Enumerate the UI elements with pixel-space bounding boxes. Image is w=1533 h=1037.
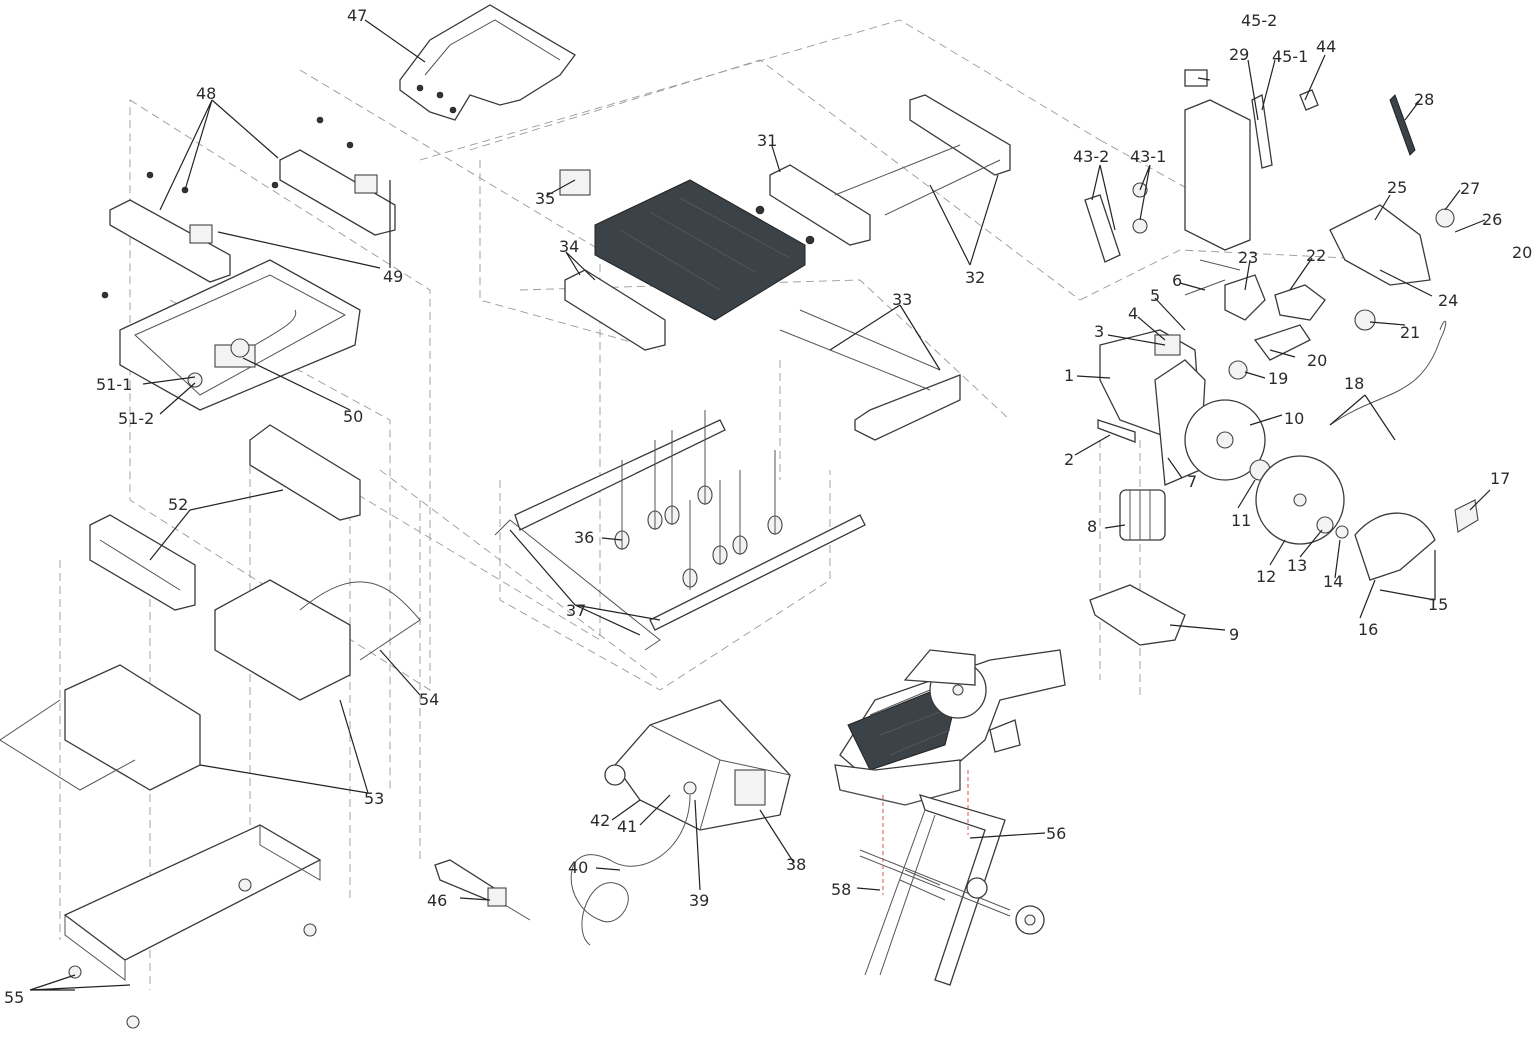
part-38-motor-housing [570, 699, 791, 946]
callout-54: 54 [419, 690, 439, 709]
callout-45-1: 45-1 [1272, 47, 1308, 66]
callout-36: 36 [574, 528, 594, 547]
callout-10: 10 [1284, 409, 1304, 428]
part-52-rails [89, 424, 361, 611]
callout-15: 15 [1428, 595, 1448, 614]
callout-24: 24 [1438, 291, 1458, 310]
callout-9: 9 [1229, 625, 1239, 644]
callout-7: 7 [1187, 472, 1197, 491]
part-36-rollers [614, 410, 783, 590]
callout-51-1: 51-1 [96, 375, 132, 394]
callout-39: 39 [689, 891, 709, 910]
callout-58: 58 [831, 880, 851, 899]
callout-33: 33 [892, 290, 912, 309]
callout-56: 56 [1046, 824, 1066, 843]
assembled-saw-and-stand [834, 649, 1066, 986]
part-53-stand-plates [0, 579, 421, 791]
callout-44: 44 [1316, 37, 1336, 56]
callout-41: 41 [617, 817, 637, 836]
callout-46: 46 [427, 891, 447, 910]
callout-20: 20 [1307, 351, 1327, 370]
callout-18: 18 [1344, 374, 1364, 393]
callout-12: 12 [1256, 567, 1276, 586]
callout-3: 3 [1094, 322, 1104, 341]
callout-43-1: 43-1 [1130, 147, 1166, 166]
callout-16: 16 [1358, 620, 1378, 639]
callout-13: 13 [1287, 556, 1307, 575]
callout-42: 42 [590, 811, 610, 830]
callout-55: 55 [4, 988, 24, 1007]
callout-31: 31 [757, 131, 777, 150]
callout-52: 52 [168, 495, 188, 514]
callout-19: 19 [1268, 369, 1288, 388]
callout-47: 47 [347, 6, 367, 25]
callout-5: 5 [1150, 286, 1160, 305]
part-46-pump [434, 859, 531, 921]
part-47-splash-tray [399, 4, 576, 121]
callout-38: 38 [786, 855, 806, 874]
callout-34: 34 [559, 237, 579, 256]
callout-37: 37 [566, 601, 586, 620]
callout-22: 22 [1306, 246, 1326, 265]
part-55-stand-frame [63, 824, 322, 1029]
leader-lines [29, 19, 1491, 991]
callout-1: 1 [1064, 366, 1074, 385]
callout-29: 29 [1229, 45, 1249, 64]
callout-40: 40 [568, 858, 588, 877]
callout-43-2: 43-2 [1073, 147, 1109, 166]
callout-4: 4 [1128, 304, 1138, 323]
part-motor-head-assembly [1084, 69, 1479, 646]
callout-11: 11 [1231, 511, 1251, 530]
callout-6: 6 [1172, 271, 1182, 290]
callout-14: 14 [1323, 572, 1343, 591]
callout-labels: 47 48 49 51-1 51-2 50 52 53 54 55 35 34 … [4, 6, 1532, 1007]
callout-8: 8 [1087, 517, 1097, 536]
callout-26: 26 [1482, 210, 1502, 229]
callout-28: 28 [1414, 90, 1434, 109]
callout-20-top: 20 [1512, 243, 1532, 262]
callout-2: 2 [1064, 450, 1074, 469]
callout-25: 25 [1387, 178, 1407, 197]
callout-27: 27 [1460, 179, 1480, 198]
callout-48: 48 [196, 84, 216, 103]
part-table-assembly [494, 94, 1011, 651]
callout-35: 35 [535, 189, 555, 208]
callout-51-2: 51-2 [118, 409, 154, 428]
callout-21: 21 [1400, 323, 1420, 342]
callout-23: 23 [1238, 248, 1258, 267]
part-51-water-tray [119, 259, 361, 411]
callout-45-2: 45-2 [1241, 11, 1277, 30]
callout-17: 17 [1490, 469, 1510, 488]
callout-49: 49 [383, 267, 403, 286]
callout-50: 50 [343, 407, 363, 426]
part-48-49-brackets [101, 116, 396, 299]
callout-32: 32 [965, 268, 985, 287]
callout-53: 53 [364, 789, 384, 808]
